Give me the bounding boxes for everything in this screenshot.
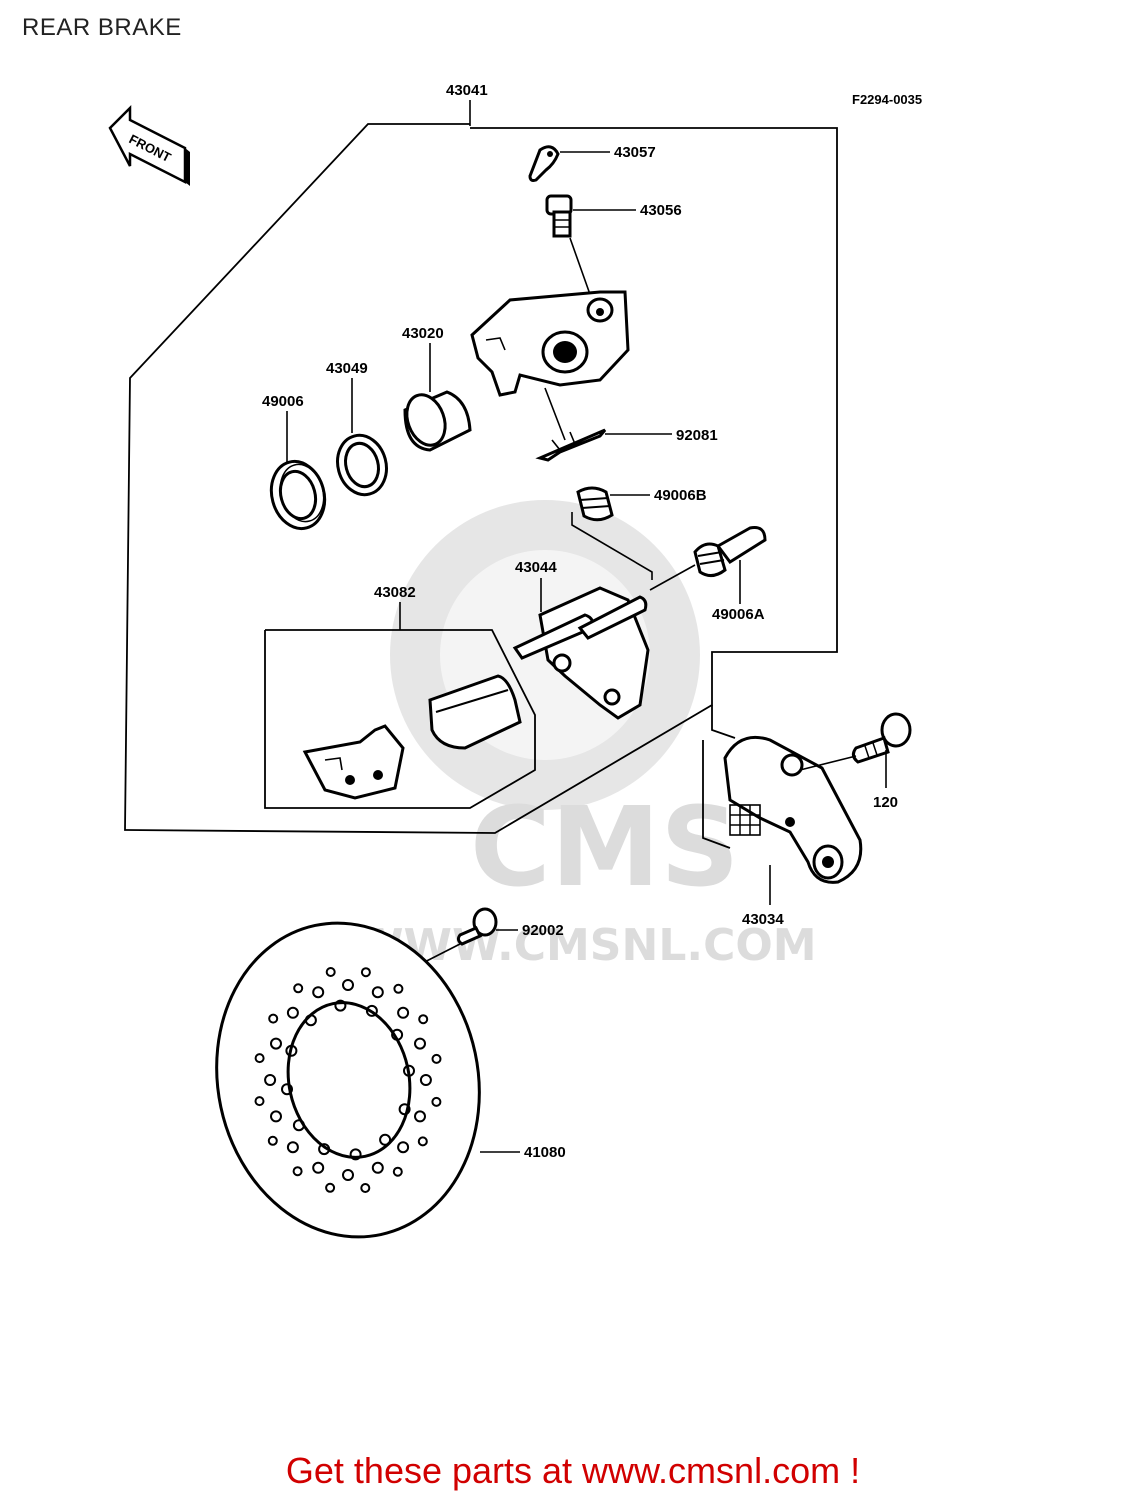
label-41080: 41080 — [524, 1144, 566, 1161]
disc-hole — [268, 1013, 279, 1024]
disc-hole — [431, 1096, 442, 1107]
disc-hole — [371, 1161, 384, 1174]
disc-hole — [398, 1103, 411, 1116]
label-49006B: 49006B — [654, 487, 707, 504]
disc-hole — [417, 1136, 428, 1147]
label-43056: 43056 — [640, 202, 682, 219]
bleeder-cap-icon — [528, 145, 560, 182]
disc-hole — [286, 1006, 299, 1019]
caliper-bracket-icon — [723, 735, 863, 884]
disc-hole — [397, 1006, 410, 1019]
disc-hole — [371, 986, 384, 999]
front-arrow-icon: FRONT — [108, 104, 190, 186]
disc-hole — [270, 1110, 282, 1123]
label-120: 120 — [873, 794, 898, 811]
parts-diagram: CMS WWW.CMSNL.COM F2294-0035 FRONT 43041… — [108, 82, 922, 1239]
disc-hole — [360, 1183, 371, 1193]
disc-hole — [431, 1053, 442, 1064]
piston-seal-icon — [336, 433, 388, 497]
pad-set-frame — [264, 629, 536, 809]
label-43049: 43049 — [326, 360, 368, 377]
disc-hole — [286, 1141, 299, 1154]
disc-hole — [365, 1004, 378, 1017]
disc-hole — [349, 1148, 362, 1161]
disc-hole — [325, 967, 336, 977]
disc-hole — [392, 1166, 403, 1177]
bracket-bolt-icon — [851, 712, 912, 764]
page-title: REAR BRAKE — [22, 14, 182, 41]
disc-hole — [292, 1119, 305, 1132]
pad-spring-icon — [535, 428, 607, 462]
label-43057: 43057 — [614, 144, 656, 161]
watermark-url: WWW.CMSNL.COM — [355, 920, 817, 971]
figure-code: F2294-0035 — [852, 92, 922, 107]
caliper-body-icon — [470, 290, 630, 397]
disc-bolt-icon — [456, 907, 498, 946]
label-92002: 92002 — [522, 922, 564, 939]
disc-hole — [304, 1014, 317, 1027]
label-43044: 43044 — [515, 559, 557, 576]
piston-icon — [403, 390, 472, 452]
label-43082: 43082 — [374, 584, 416, 601]
boot-b-icon — [576, 486, 614, 522]
disc-hole — [419, 1074, 432, 1086]
disc-hole — [254, 1053, 265, 1064]
disc-hole — [267, 1135, 278, 1146]
disc-hole — [397, 1141, 410, 1154]
disc-hole — [418, 1014, 429, 1025]
disc-hole — [414, 1037, 426, 1050]
disc-hole — [342, 979, 354, 991]
disc-hole — [292, 1166, 303, 1177]
disc-hole — [270, 1037, 282, 1050]
assembly-frame — [124, 123, 838, 834]
disc-hole — [334, 999, 347, 1012]
disc-hole — [403, 1064, 415, 1077]
disc-hole — [393, 983, 404, 994]
disc-hole — [360, 967, 371, 978]
disc-hole — [293, 983, 304, 994]
disc-hole — [312, 986, 325, 999]
label-92081: 92081 — [676, 427, 718, 444]
label-43020: 43020 — [402, 325, 444, 342]
caliper-holder-icon — [512, 586, 650, 720]
brake-disc-icon — [215, 921, 481, 1239]
disc-hole — [391, 1028, 404, 1041]
dust-seal-icon — [269, 459, 327, 531]
watermark: CMS WWW.CMSNL.COM — [355, 500, 817, 971]
disc-hole — [254, 1096, 265, 1107]
bleeder-valve-icon — [545, 194, 573, 238]
label-49006A: 49006A — [712, 606, 765, 623]
label-43041: 43041 — [446, 82, 488, 99]
label-49006: 49006 — [262, 393, 304, 410]
disc-hole — [342, 1169, 354, 1181]
disc-hole — [379, 1133, 392, 1146]
disc-hole — [281, 1083, 293, 1096]
label-43034: 43034 — [742, 911, 784, 928]
boot-a-icon — [693, 526, 767, 577]
disc-hole — [285, 1044, 298, 1057]
watermark-brand: CMS — [470, 783, 739, 911]
disc-hole — [312, 1161, 325, 1174]
footer-link[interactable]: Get these parts at www.cmsnl.com ! — [285, 1450, 861, 1491]
brake-pad-outer-icon — [302, 724, 405, 800]
disc-hole — [414, 1110, 426, 1123]
disc-hole — [264, 1074, 277, 1086]
disc-hole — [318, 1143, 331, 1156]
brake-pad-inner-icon — [428, 674, 522, 750]
disc-hole — [325, 1182, 336, 1193]
